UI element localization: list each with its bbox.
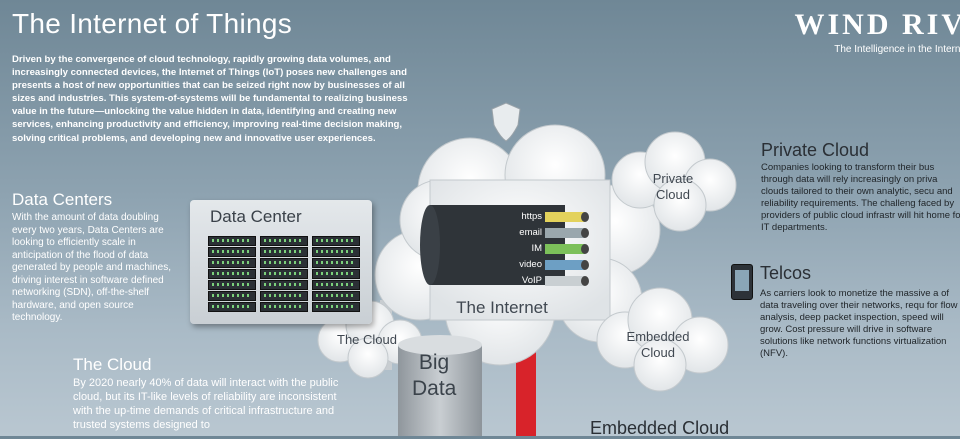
private-cloud-heading: Private Cloud: [761, 140, 870, 160]
brand-tagline: The Intelligence in the Interne: [834, 44, 960, 55]
cable-end: [581, 276, 589, 286]
server-unit: [260, 269, 308, 279]
server-unit: [208, 269, 256, 279]
the-cloud-text: By 2020 nearly 40% of data will interact…: [73, 377, 339, 431]
big-data-label: Big Data: [412, 351, 457, 400]
page-title: The Internet of Things: [12, 8, 293, 39]
server-unit: [208, 280, 256, 290]
server-unit: [208, 302, 256, 312]
server-unit: [312, 302, 360, 312]
server-unit: [208, 247, 256, 257]
cable-end: [581, 244, 589, 254]
internet-label: The Internet: [456, 298, 548, 317]
data-centers-heading: Data Centers: [12, 190, 113, 209]
phone-icon: [731, 264, 753, 300]
intro-text: Driven by the convergence of cloud techn…: [12, 54, 408, 144]
cable: [545, 212, 585, 222]
telcos-heading: Telcos: [760, 263, 812, 283]
server-unit: [260, 291, 308, 301]
cable: [545, 276, 585, 286]
private-cloud-label: Private Cloud: [652, 171, 694, 202]
private-cloud-text: Companies looking to transform their bus…: [761, 162, 960, 233]
server-unit: [312, 236, 360, 246]
cable-end: [581, 228, 589, 238]
data-center-panel: Data Center: [190, 200, 372, 324]
protocol-label: email: [519, 227, 542, 238]
the-cloud-label: The Cloud: [337, 332, 397, 347]
cable-end: [581, 260, 589, 270]
embedded-cloud-heading: Embedded Cloud: [590, 418, 730, 438]
cable: [545, 228, 585, 238]
shield-icon: [491, 102, 521, 142]
server-unit: [312, 269, 360, 279]
protocol-label: https: [521, 211, 542, 222]
server-unit: [208, 236, 256, 246]
embedded-cloud-label: Embedded Cloud: [626, 329, 690, 360]
server-unit: [312, 291, 360, 301]
server-unit: [312, 280, 360, 290]
brand-logo: WIND RIV: [794, 8, 960, 41]
server-unit: [260, 302, 308, 312]
big-data-cylinder: [398, 335, 482, 436]
server-unit: [260, 280, 308, 290]
server-unit: [208, 291, 256, 301]
data-center-label: Data Center: [210, 207, 302, 226]
private-cloud: [611, 131, 737, 232]
cable: [545, 244, 585, 254]
server-unit: [260, 258, 308, 268]
telcos-text: As carriers look to monetize the massive…: [760, 288, 958, 359]
cable: [545, 260, 585, 270]
embedded-cloud: [596, 287, 729, 392]
brand: WIND RIV The Intelligence in the Interne: [794, 8, 960, 55]
server-unit: [312, 247, 360, 257]
server-unit: [208, 258, 256, 268]
the-cloud-heading: The Cloud: [73, 355, 152, 374]
protocol-label: VoIP: [521, 275, 542, 286]
protocol-label: IM: [531, 243, 542, 254]
server-unit: [260, 247, 308, 257]
protocol-labels: https email IM video VoIP: [490, 209, 542, 289]
cable-bundle: [420, 205, 589, 286]
server-unit: [260, 236, 308, 246]
server-unit: [312, 258, 360, 268]
protocol-label: video: [519, 259, 542, 270]
data-centers-text: With the amount of data doubling every t…: [12, 212, 172, 323]
cable-end: [581, 212, 589, 222]
